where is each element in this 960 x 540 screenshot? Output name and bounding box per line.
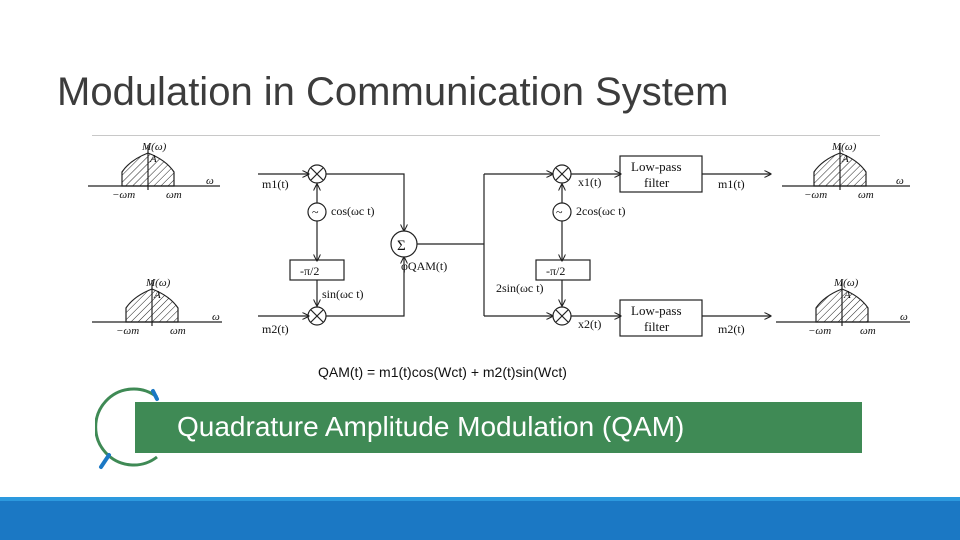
freq-pos-3: ωm [858, 189, 874, 201]
input-2-label: m2(t) [262, 322, 289, 336]
spectrum-peak-4: A [843, 289, 851, 301]
output-2-label: m2(t) [718, 322, 745, 336]
qam-formula: QAM(t) = m1(t)cos(Wct) + m2(t)sin(Wct) [318, 364, 567, 380]
spectrum-label-1: M(ω) [141, 141, 167, 153]
freq-pos-4: ωm [860, 325, 876, 337]
spectrum-label-3: M(ω) [831, 141, 857, 153]
spectrum-peak-2: A [153, 289, 161, 301]
spectrum-input-1 [88, 145, 220, 190]
sum-symbol: Σ [397, 238, 406, 254]
osc-1-symbol: ~ [312, 205, 319, 219]
lpf-1-line1: Low-pass [631, 159, 682, 174]
footer-bar [0, 497, 960, 540]
spectrum-peak-3: A [841, 153, 849, 165]
banner: Quadrature Amplitude Modulation (QAM) [135, 402, 862, 453]
freq-axis-1: ω [206, 175, 214, 187]
x1-label: x1(t) [578, 175, 601, 189]
demod-osc-1-label: 2cos(ωc t) [576, 204, 626, 218]
phase-1-label: -π/2 [300, 264, 319, 278]
demod-phase-shifter [535, 259, 591, 281]
output-1-label: m1(t) [718, 177, 745, 191]
freq-axis-3: ω [896, 175, 904, 187]
demod-osc-symbol: ~ [556, 205, 563, 219]
freq-pos-1: ωm [166, 189, 182, 201]
spectrum-label-2: M(ω) [145, 277, 171, 289]
title-divider [92, 135, 880, 136]
freq-axis-4: ω [900, 311, 908, 323]
freq-neg-1: −ωm [112, 189, 135, 201]
footer-bar-highlight [0, 497, 960, 501]
freq-neg-2: −ωm [116, 325, 139, 337]
freq-axis-2: ω [212, 311, 220, 323]
demod-phase-label: -π/2 [546, 264, 565, 278]
osc-2-label: sin(ωc t) [322, 287, 364, 301]
spectrum-label-4: M(ω) [833, 277, 859, 289]
input-1-label: m1(t) [262, 177, 289, 191]
decorative-ring [95, 387, 159, 469]
demod-osc-2-label: 2sin(ωc t) [496, 281, 544, 295]
freq-neg-3: −ωm [804, 189, 827, 201]
low-pass-filter-2 [619, 299, 703, 337]
spectrum-peak-1: A [149, 153, 157, 165]
freq-neg-4: −ωm [808, 325, 831, 337]
lpf-1-line2: filter [644, 175, 670, 190]
x2-label: x2(t) [578, 317, 601, 331]
spectrum-input-2 [92, 280, 222, 326]
lpf-2-line2: filter [644, 319, 670, 334]
slide-title: Modulation in Communication System [57, 70, 729, 114]
qam-signal-label: φQAM(t) [401, 259, 447, 273]
lpf-2-line1: Low-pass [631, 303, 682, 318]
spectrum-output-1 [782, 145, 910, 190]
freq-pos-2: ωm [170, 325, 186, 337]
osc-1-label: cos(ωc t) [331, 204, 375, 218]
banner-title: Quadrature Amplitude Modulation (QAM) [177, 411, 685, 442]
spectrum-output-2 [776, 280, 910, 326]
